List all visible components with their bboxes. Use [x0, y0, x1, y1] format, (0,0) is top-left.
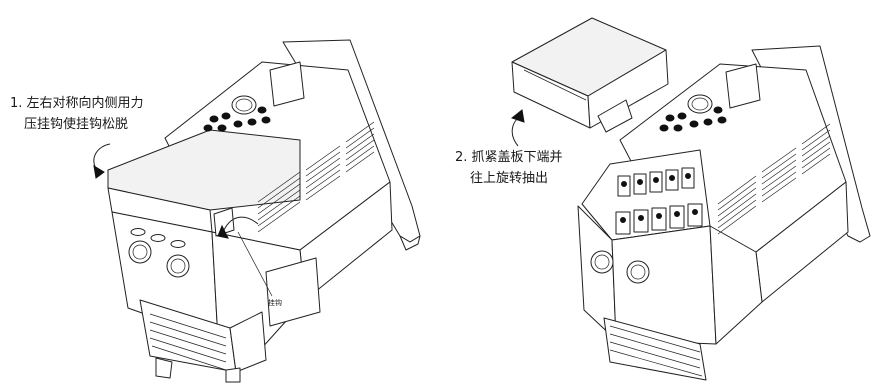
step2-instruction-line2: 往上旋转抽出	[470, 171, 549, 186]
inverter-left	[93, 39, 421, 383]
step1-instruction-line2: 压挂钩使挂钩松脱	[24, 117, 129, 132]
inverter-right	[577, 45, 871, 381]
hook-label: 挂钩	[268, 299, 282, 307]
cover-detached	[511, 17, 669, 133]
step1-instruction-line1: 1. 左右对称向内侧用力	[10, 96, 144, 111]
step2-instruction-line1: 2. 抓紧盖板下端并	[455, 150, 563, 165]
